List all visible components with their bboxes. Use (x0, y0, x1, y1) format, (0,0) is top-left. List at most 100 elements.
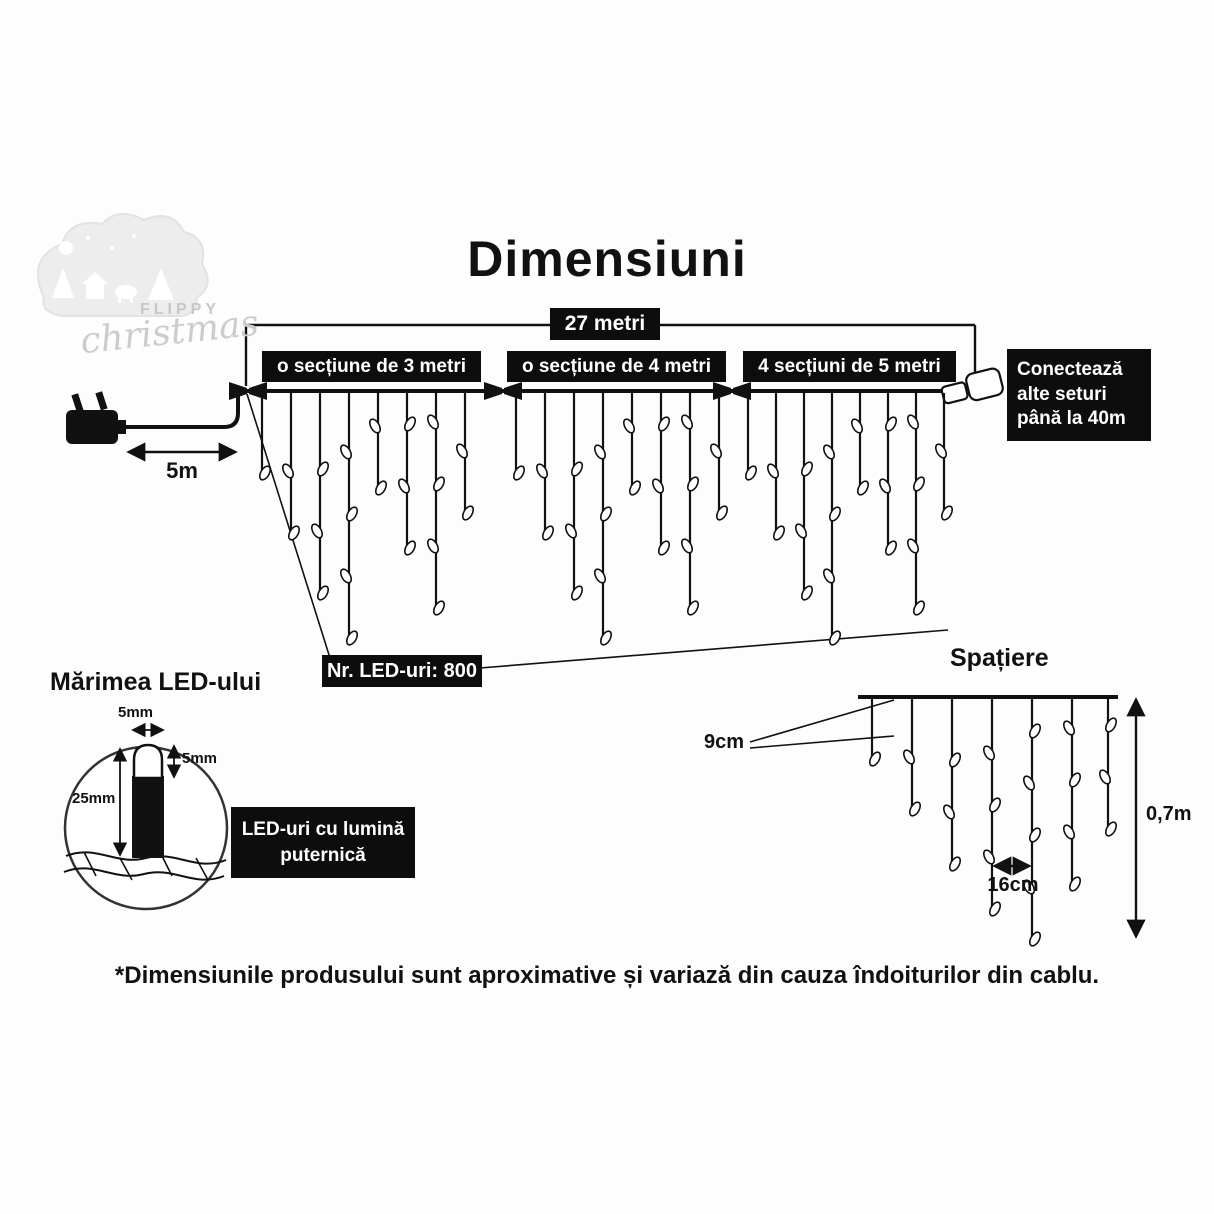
led-bulb (709, 443, 723, 459)
led-bulb (310, 523, 324, 539)
led-bulb (541, 525, 555, 541)
led-bulb (316, 585, 330, 601)
led-bulb (651, 478, 665, 494)
led-bulb (403, 540, 417, 556)
led-bulb (455, 443, 469, 459)
connect-note-label: Conectează alte seturi până la 40m (1007, 349, 1151, 442)
section-2-label: o secțiune de 4 metri (507, 351, 726, 382)
led-bulb (368, 418, 382, 434)
led-bulb (902, 749, 916, 765)
led-bulb (599, 630, 613, 646)
led-bulb (1028, 931, 1042, 947)
led-bulb (884, 540, 898, 556)
led-bulb (868, 751, 882, 767)
led-bulb (772, 525, 786, 541)
led-bulb (287, 525, 301, 541)
led-bulb (1104, 821, 1118, 837)
led-bulb (1022, 775, 1036, 791)
led-bulb (593, 568, 607, 584)
led-bulb (800, 461, 814, 477)
led-bulb (744, 465, 758, 481)
led-bulb (828, 506, 842, 522)
led-bulb (906, 414, 920, 430)
section-3-label: 4 secțiuni de 5 metri (743, 351, 956, 382)
led-bulb (988, 901, 1002, 917)
led-cap-height-label: 5mm (182, 750, 218, 767)
led-bulb (686, 476, 700, 492)
led-bulb (884, 416, 898, 432)
total-length-label: 27 metri (550, 308, 660, 340)
led-bulb (374, 480, 388, 496)
led-count-leader-lines (246, 393, 949, 669)
led-bulb (339, 444, 353, 460)
led-bulb (397, 478, 411, 494)
led-bulb (622, 418, 636, 434)
led-bulb (988, 797, 1002, 813)
led-bulb (345, 630, 359, 646)
drop-gap-label: 16cm (987, 874, 1039, 896)
power-plug (66, 391, 240, 444)
led-bulb (1062, 720, 1076, 736)
led-bulb (906, 538, 920, 554)
led-bulb (982, 745, 996, 761)
led-bulb (426, 414, 440, 430)
led-bulb (934, 443, 948, 459)
led-bulb (432, 476, 446, 492)
led-width-label: 5mm (118, 704, 154, 721)
led-bulb (316, 461, 330, 477)
led-bulb (426, 538, 440, 554)
led-count-label: Nr. LED-uri: 800 (322, 655, 482, 687)
led-height-label: 25mm (72, 790, 116, 807)
led-bulb (258, 465, 272, 481)
led-bulb (345, 506, 359, 522)
led-bulb (822, 568, 836, 584)
led-bulb (948, 752, 962, 768)
led-bulb (1068, 772, 1082, 788)
led-bulb (1028, 827, 1042, 843)
led-size-detail (63, 722, 229, 911)
led-bulb (593, 444, 607, 460)
led-bulb (850, 418, 864, 434)
led-bulb (1098, 769, 1112, 785)
led-bulb (512, 465, 526, 481)
led-bulb (856, 480, 870, 496)
led-bulb (942, 804, 956, 820)
led-bulb (628, 480, 642, 496)
led-bulb (912, 600, 926, 616)
drop-height-label: 0,7m (1146, 803, 1192, 825)
page-title: Dimensiuni (467, 231, 747, 287)
led-bulb (686, 600, 700, 616)
led-bulb (794, 523, 808, 539)
led-bulb (680, 414, 694, 430)
led-cap (132, 743, 164, 780)
led-bulb (339, 568, 353, 584)
section-1-label: o secțiune de 3 metri (262, 351, 481, 382)
led-bulb (680, 538, 694, 554)
led-bulb (822, 444, 836, 460)
led-bulb (1028, 723, 1042, 739)
led-size-title: Mărimea LED-ului (50, 668, 262, 696)
led-bulb (461, 505, 475, 521)
led-bulb (800, 585, 814, 601)
led-bulb (432, 600, 446, 616)
led-bulb (1022, 879, 1036, 895)
led-bulb (570, 461, 584, 477)
led-body (132, 776, 164, 858)
led-bulb (535, 463, 549, 479)
bulb-gap-label: 9cm (704, 731, 745, 753)
led-bulb (982, 849, 996, 865)
led-bulb (940, 505, 954, 521)
logo-brand-text: FLIPPY (140, 301, 221, 318)
led-bulb (766, 463, 780, 479)
led-bulb (878, 478, 892, 494)
led-bulb (715, 505, 729, 521)
logo-winter-scene (37, 213, 209, 317)
led-bulb (403, 416, 417, 432)
led-bulb (564, 523, 578, 539)
string-section-connectors (229, 382, 751, 400)
disclaimer-text: *Dimensiunile produsului sunt aproximati… (114, 962, 1100, 989)
led-bulb (912, 476, 926, 492)
lead-length-label: 5m (166, 458, 198, 483)
led-bulb (281, 463, 295, 479)
